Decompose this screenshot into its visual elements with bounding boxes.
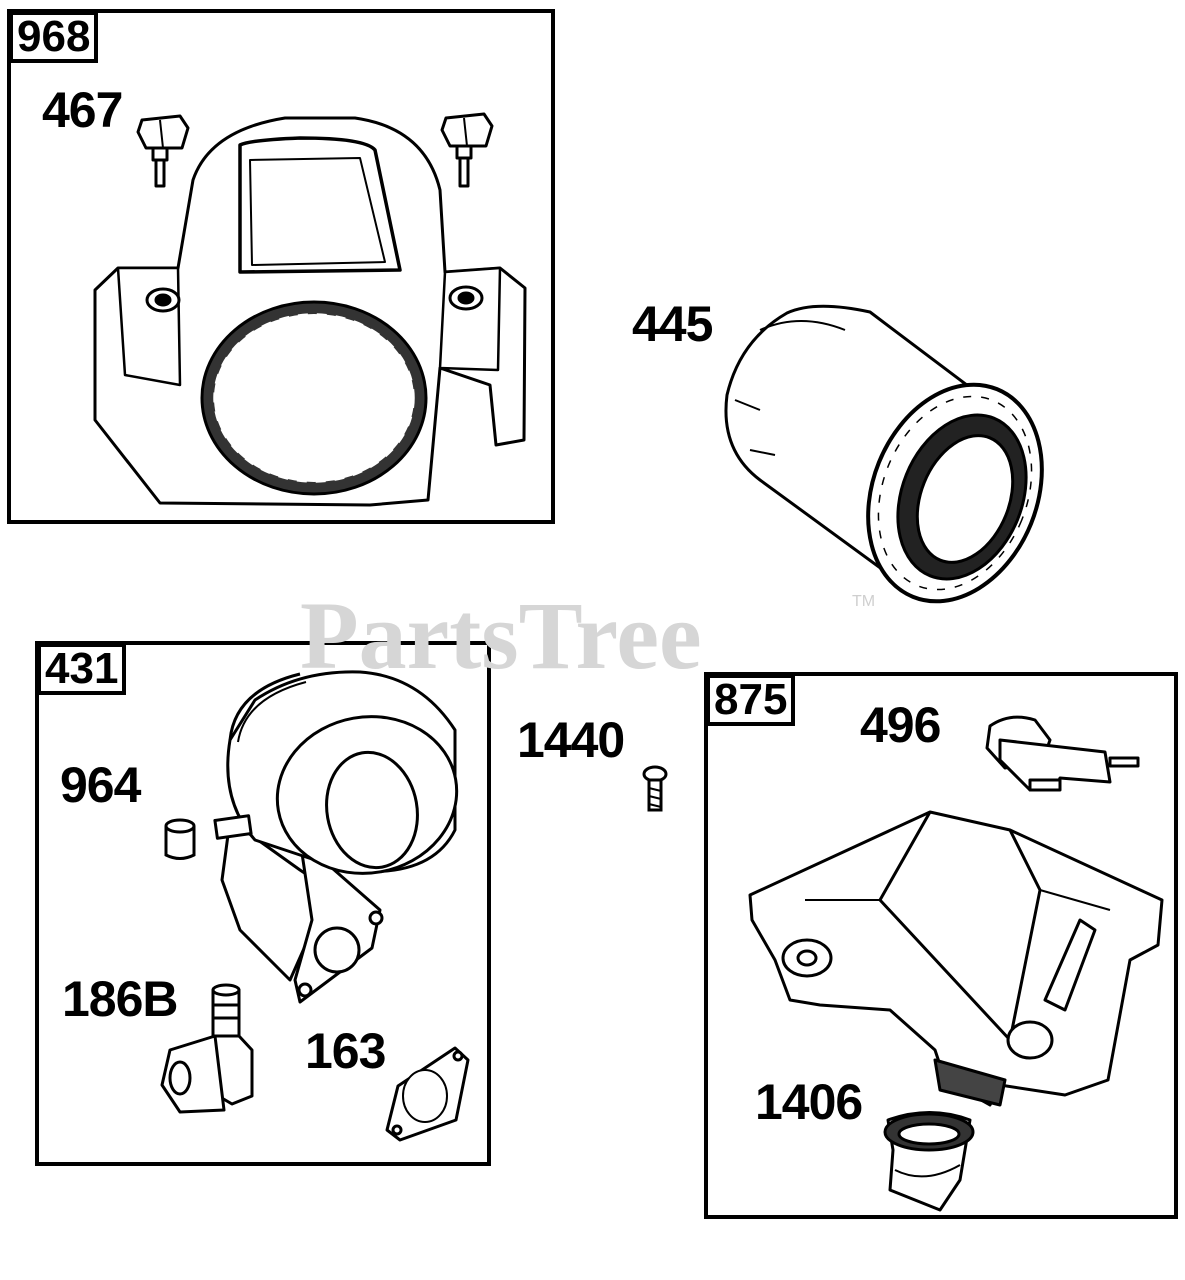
gasket-163 — [385, 1046, 470, 1142]
cover-knob-left — [136, 114, 190, 188]
air-filter-cartridge — [724, 304, 1044, 604]
trademark-mark: TM — [852, 593, 876, 610]
part-label-163[interactable]: 163 — [305, 1023, 386, 1079]
part-label-1440[interactable]: 1440 — [517, 712, 625, 768]
breather-tube-496 — [985, 715, 1140, 792]
air-cleaner-body-875 — [748, 810, 1164, 1107]
air-cleaner-base-assembly — [213, 670, 459, 1004]
brand-watermark: PartsTree — [300, 582, 702, 689]
part-label-186b[interactable]: 186B — [62, 971, 179, 1027]
kit-label-968[interactable]: 968 — [9, 11, 99, 63]
breather-fitting — [160, 983, 254, 1114]
part-label-1406[interactable]: 1406 — [755, 1074, 863, 1130]
part-label-496[interactable]: 496 — [860, 697, 941, 753]
part-label-964[interactable]: 964 — [60, 757, 141, 813]
screw-1440 — [642, 765, 668, 812]
kit-431-box — [35, 641, 491, 1166]
adapter-1406 — [883, 1111, 975, 1212]
tube-964 — [164, 818, 196, 860]
kit-label-875[interactable]: 875 — [706, 674, 796, 726]
kit-875-box — [704, 672, 1178, 1219]
cover-knob-right — [440, 112, 494, 188]
part-label-467[interactable]: 467 — [42, 82, 123, 138]
kit-label-431[interactable]: 431 — [37, 643, 127, 695]
part-label-445[interactable]: 445 — [632, 296, 713, 352]
kit-968-box — [7, 9, 555, 524]
air-cleaner-cover — [93, 116, 527, 507]
